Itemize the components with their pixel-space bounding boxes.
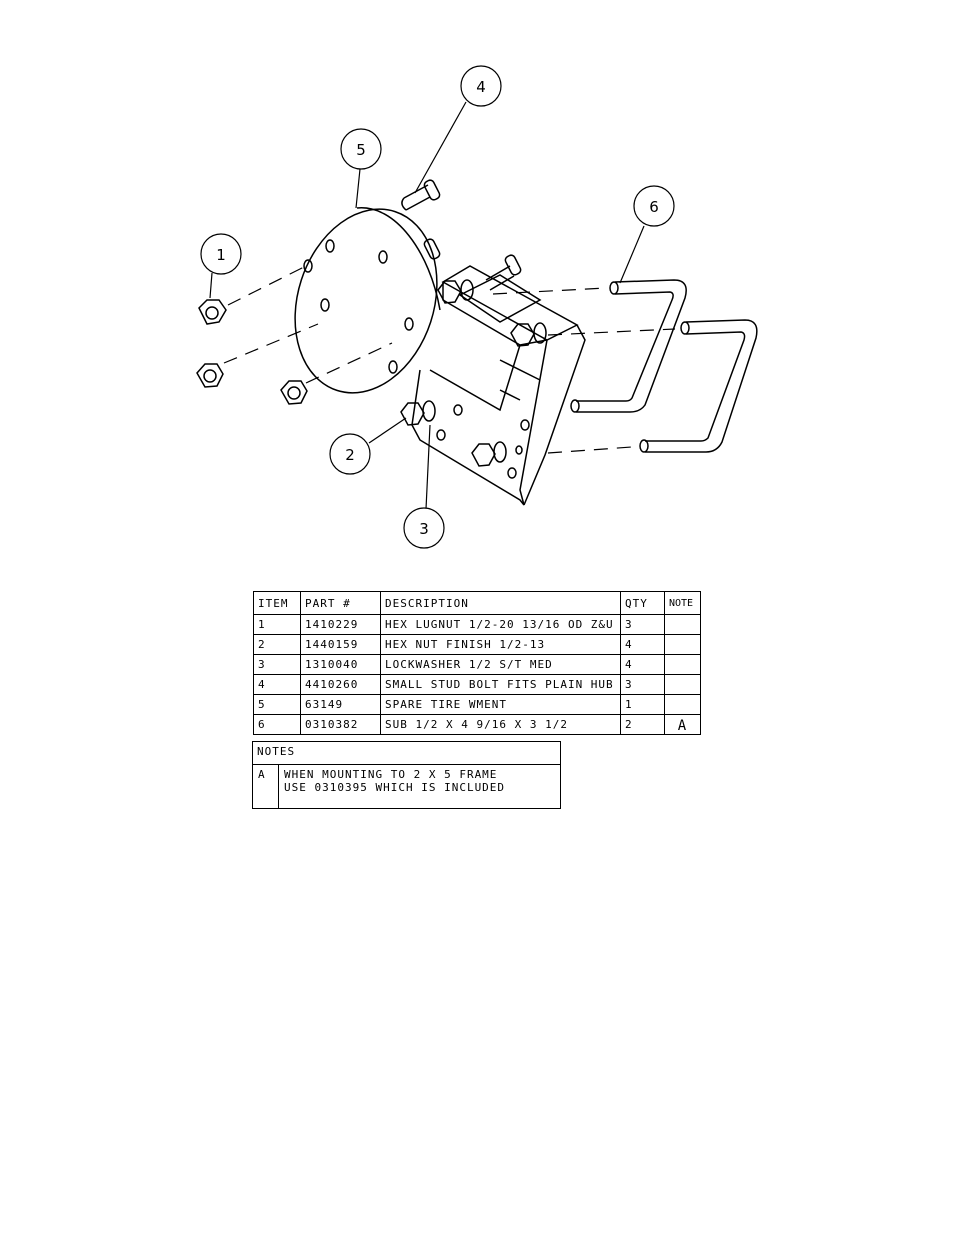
bom-note [664, 674, 701, 695]
bom-header-description: DESCRIPTION [380, 591, 621, 615]
bom-note [664, 694, 701, 715]
exploded-assembly-drawing: 1 2 3 4 5 6 [196, 65, 758, 549]
note-text: WHEN MOUNTING TO 2 X 5 FRAME USE 0310395… [284, 768, 558, 794]
tire-plate [294, 207, 441, 394]
table-row: 5 63149 SPARE TIRE WMENT 1 [253, 694, 701, 715]
leader-lines [209, 101, 645, 510]
bom-note [664, 634, 701, 655]
bom-qty: 3 [620, 614, 665, 635]
bom-description: SMALL STUD BOLT FITS PLAIN HUB [380, 674, 621, 695]
svg-text:3: 3 [419, 520, 429, 538]
bom-header-part: PART # [300, 591, 381, 615]
bom-qty: 1 [620, 694, 665, 715]
callout-1: 1 [200, 233, 242, 275]
callout-3: 3 [403, 507, 445, 549]
table-row: 6 0310382 SUB 1/2 X 4 9/16 X 3 1/2 2 A [253, 714, 701, 735]
bom-description: HEX LUGNUT 1/2-20 13/16 OD Z&U [380, 614, 621, 635]
bom-note [664, 654, 701, 675]
bom-item: 4 [253, 674, 301, 695]
table-row: 3 1310040 LOCKWASHER 1/2 S/T MED 4 [253, 654, 701, 675]
bom-header-note: NOTE [664, 591, 701, 615]
bom-qty: 2 [620, 714, 665, 735]
svg-text:4: 4 [476, 78, 486, 96]
svg-text:6: 6 [649, 198, 659, 216]
bom-note [664, 614, 701, 635]
assembly-dashes [223, 266, 676, 454]
bom-description: HEX NUT FINISH 1/2-13 [380, 634, 621, 655]
note-line-1: WHEN MOUNTING TO 2 X 5 FRAME [284, 768, 498, 781]
bill-of-materials: ITEM PART # DESCRIPTION QTY NOTE 1 14102… [253, 591, 701, 735]
svg-text:5: 5 [356, 141, 366, 159]
callout-4: 4 [460, 65, 502, 107]
callout-balloons: 1 2 3 4 5 6 [200, 65, 675, 549]
bom-part: 0310382 [300, 714, 381, 735]
bom-qty: 4 [620, 634, 665, 655]
lug-nuts [196, 299, 308, 405]
bom-header-qty: QTY [620, 591, 665, 615]
bom-description: SUB 1/2 X 4 9/16 X 3 1/2 [380, 714, 621, 735]
note-letter: A [253, 765, 279, 808]
stud-bolts [401, 179, 522, 291]
bracket-nuts [400, 279, 547, 467]
bom-qty: 4 [620, 654, 665, 675]
notes-title: NOTES [253, 742, 560, 765]
notes-box: NOTES A WHEN MOUNTING TO 2 X 5 FRAME USE… [252, 741, 561, 809]
bom-part: 4410260 [300, 674, 381, 695]
u-bolts [570, 279, 758, 453]
bom-qty: 3 [620, 674, 665, 695]
bom-description: LOCKWASHER 1/2 S/T MED [380, 654, 621, 675]
table-row: 2 1440159 HEX NUT FINISH 1/2-13 4 [253, 634, 701, 655]
bom-item: 6 [253, 714, 301, 735]
bom-part: 63149 [300, 694, 381, 715]
callout-5: 5 [340, 128, 382, 170]
callout-2: 2 [329, 433, 371, 475]
table-row: 4 4410260 SMALL STUD BOLT FITS PLAIN HUB… [253, 674, 701, 695]
note-line-2: USE 0310395 WHICH IS INCLUDED [284, 781, 506, 794]
svg-text:1: 1 [216, 246, 226, 264]
bom-note: A [664, 714, 701, 735]
bom-item: 3 [253, 654, 301, 675]
bom-part: 1410229 [300, 614, 381, 635]
callout-6: 6 [633, 185, 675, 227]
table-row: 1 1410229 HEX LUGNUT 1/2-20 13/16 OD Z&U… [253, 614, 701, 635]
bom-part: 1310040 [300, 654, 381, 675]
bracket [411, 265, 586, 506]
svg-text:2: 2 [345, 446, 355, 464]
bom-item: 5 [253, 694, 301, 715]
bom-header-item: ITEM [253, 591, 301, 615]
bom-description: SPARE TIRE WMENT [380, 694, 621, 715]
bom-header-row: ITEM PART # DESCRIPTION QTY NOTE [253, 591, 701, 615]
bom-item: 2 [253, 634, 301, 655]
bom-part: 1440159 [300, 634, 381, 655]
bom-item: 1 [253, 614, 301, 635]
